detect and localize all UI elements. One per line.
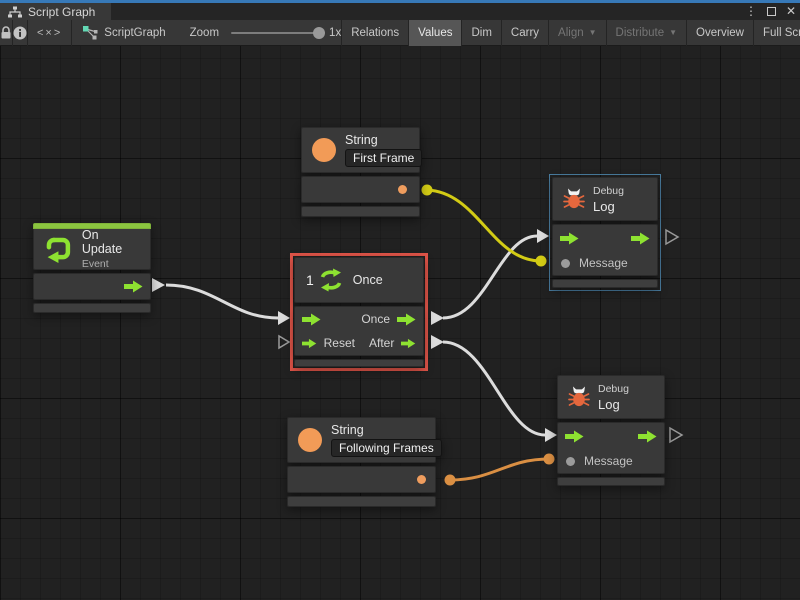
- node-once[interactable]: 1 Once Once: [294, 257, 424, 367]
- node-debug-log-bottom[interactable]: Debug Log Message: [557, 375, 665, 486]
- node-footer: [294, 359, 424, 367]
- debugtop-out-port-triangle[interactable]: [666, 230, 678, 244]
- node-title: Once: [353, 273, 383, 287]
- fullscreen-button[interactable]: Full Screen: [754, 20, 800, 46]
- port-label-reset: Reset: [324, 336, 355, 350]
- node-category: Debug: [593, 185, 624, 197]
- node-footer: [552, 279, 658, 288]
- info-button[interactable]: [13, 20, 27, 46]
- node-title: Log: [593, 199, 624, 214]
- overview-button[interactable]: Overview: [687, 20, 753, 46]
- zoom-slider[interactable]: [231, 32, 323, 34]
- flow-input-port[interactable]: [302, 313, 321, 326]
- values-button[interactable]: Values: [409, 20, 461, 46]
- node-footer: [557, 477, 665, 486]
- code-view-icon: <×>: [37, 27, 62, 39]
- node-debug-log-top[interactable]: Debug Log Message: [552, 177, 658, 288]
- flow-output-port[interactable]: [631, 232, 650, 245]
- node-category: Debug: [598, 383, 629, 395]
- dim-button[interactable]: Dim: [462, 20, 500, 46]
- selection-outline: 1 Once Once: [290, 253, 428, 371]
- lock-icon: [0, 26, 12, 40]
- script-graph-icon: [82, 25, 98, 41]
- node-title: String: [345, 133, 422, 147]
- node-subtitle: Event: [82, 258, 140, 270]
- node-string-following-frames[interactable]: String Following Frames: [287, 417, 436, 507]
- relations-button[interactable]: Relations: [342, 20, 408, 46]
- align-button: Align ▼: [549, 20, 606, 46]
- flow-output-port-after[interactable]: [401, 337, 416, 350]
- graph-breadcrumb[interactable]: ScriptGraph: [72, 25, 175, 41]
- zoom-label: Zoom: [190, 27, 219, 39]
- wire-arrowhead: [278, 311, 290, 325]
- wire-onupdate-to-once[interactable]: [166, 285, 278, 318]
- lock-button[interactable]: [0, 20, 12, 46]
- hierarchy-icon: [8, 6, 22, 18]
- dropdown-icon: ▼: [669, 28, 677, 37]
- flow-output-port[interactable]: [124, 280, 143, 293]
- window-menu-icon[interactable]: ⋮: [745, 3, 757, 20]
- wire-once-to-debugbottom[interactable]: [443, 342, 545, 435]
- port-label-message: Message: [584, 454, 633, 468]
- string-type-icon: [312, 138, 336, 162]
- graph-name: ScriptGraph: [104, 27, 165, 39]
- zoom-control: Zoom 1x: [190, 27, 342, 39]
- zoom-value: 1x: [329, 27, 341, 39]
- close-icon[interactable]: ✕: [786, 3, 796, 20]
- code-view-button[interactable]: <×>: [28, 20, 71, 46]
- string-value-field[interactable]: First Frame: [345, 149, 422, 167]
- bug-icon: [568, 386, 590, 408]
- node-title: Log: [598, 397, 629, 412]
- debugbottom-out-port-triangle[interactable]: [670, 428, 682, 442]
- graph-canvas[interactable]: On Update Event String First Frame: [0, 46, 800, 600]
- port-label-message: Message: [579, 256, 628, 270]
- node-footer: [287, 496, 436, 507]
- wire-once-to-debugtop[interactable]: [443, 236, 537, 318]
- node-on-update[interactable]: On Update Event: [33, 223, 151, 313]
- once-count-badge: 1: [306, 272, 314, 288]
- wire-source-arrow: [431, 335, 444, 349]
- message-input-port[interactable]: [566, 457, 575, 466]
- graph-toolbar: <×> ScriptGraph Zoom 1x Relations Values…: [0, 20, 800, 46]
- flow-input-port-reset[interactable]: [302, 337, 317, 350]
- string-output-port[interactable]: [417, 475, 426, 484]
- node-footer: [33, 303, 151, 313]
- node-string-first-frame[interactable]: String First Frame: [301, 127, 420, 217]
- dropdown-icon: ▼: [589, 28, 597, 37]
- wire-source-arrow: [431, 311, 444, 325]
- tab-script-graph[interactable]: Script Graph: [0, 3, 111, 20]
- on-update-loop-icon: [44, 234, 73, 264]
- tab-bar: Script Graph ⋮ ✕: [0, 3, 800, 20]
- window-controls: ⋮ ✕: [745, 3, 796, 20]
- highlight-outline: Debug Log Message: [549, 174, 661, 291]
- port-label-after: After: [369, 336, 394, 350]
- port-label-once: Once: [361, 312, 390, 326]
- string-output-port[interactable]: [398, 185, 407, 194]
- flow-output-port[interactable]: [638, 430, 657, 443]
- node-footer: [301, 206, 420, 217]
- bug-icon: [563, 188, 585, 210]
- wire-arrowhead: [537, 229, 549, 243]
- carry-button[interactable]: Carry: [502, 20, 548, 46]
- string-type-icon: [298, 428, 322, 452]
- message-input-port[interactable]: [561, 259, 570, 268]
- maximize-icon[interactable]: [767, 7, 776, 16]
- flow-input-port[interactable]: [560, 232, 579, 245]
- distribute-button: Distribute ▼: [607, 20, 687, 46]
- zoom-slider-handle[interactable]: [313, 27, 325, 39]
- flow-output-port-once[interactable]: [397, 313, 416, 326]
- tab-title: Script Graph: [28, 5, 95, 19]
- wire-arrowhead: [545, 428, 557, 442]
- once-reset-port-triangle[interactable]: [279, 336, 289, 348]
- string-value-field[interactable]: Following Frames: [331, 439, 442, 457]
- once-cycle-icon: [319, 268, 343, 292]
- wire-string2-to-message[interactable]: [450, 459, 549, 480]
- info-icon: [13, 26, 27, 40]
- node-title: On Update: [82, 228, 140, 256]
- flow-input-port[interactable]: [565, 430, 584, 443]
- wire-string1-to-message[interactable]: [427, 190, 541, 261]
- node-title: String: [331, 423, 442, 437]
- wire-source-arrow: [152, 278, 165, 292]
